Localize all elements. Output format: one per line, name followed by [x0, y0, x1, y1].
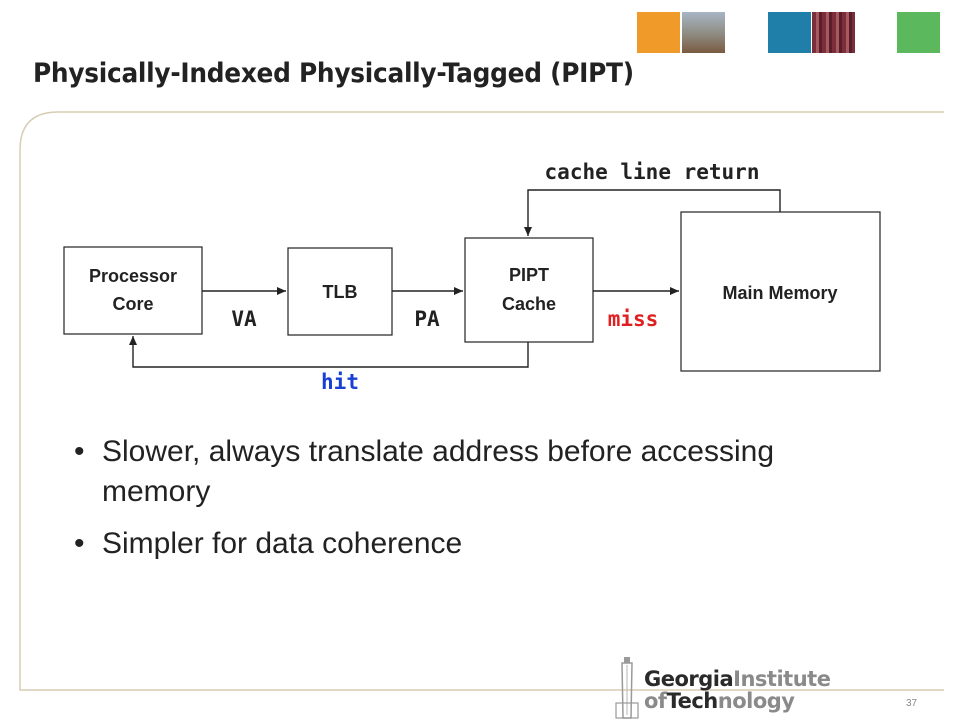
cache-line-return-label: cache line return [545, 160, 760, 184]
pa-label: PA [414, 307, 440, 331]
tlb-box [287, 247, 393, 336]
pipt-cache-label-line1: PIPT [509, 265, 549, 285]
green-square [897, 12, 940, 53]
hit-label: hit [321, 370, 359, 394]
bullet-item: Simpler for data coherence [70, 524, 870, 564]
miss-label: miss [608, 307, 659, 331]
tlb-label: TLB [323, 282, 358, 302]
va-label: VA [231, 307, 257, 331]
logo-line1: GeorgiaInstitute [644, 667, 831, 691]
page-number: 37 [906, 698, 918, 709]
logo-institute: Institute [733, 667, 831, 691]
hit-arrow [129, 336, 529, 368]
campus-photo-thumbnail [682, 12, 725, 53]
logo-of: of [644, 689, 667, 713]
pipt-cache-label-line2: Cache [502, 294, 556, 314]
main-memory-label: Main Memory [722, 283, 837, 303]
teal-square [768, 12, 811, 53]
bullet-item: Slower, always translate address before … [70, 432, 870, 512]
slide-title: Physically-Indexed Physically-Tagged (PI… [33, 58, 634, 89]
logo-georgia: Georgia [644, 667, 734, 691]
georgia-tech-logo: GeorgiaInstitute ofTechnology [612, 655, 831, 720]
pipt-cache-box [464, 237, 594, 343]
chip-photo-thumbnail [812, 12, 855, 53]
bullet-list: Slower, always translate address before … [70, 432, 870, 576]
cache-line-return-arrow [524, 189, 781, 236]
logo-line2: ofTechnology [644, 689, 795, 713]
logo-nology: nology [717, 689, 795, 713]
main-memory-box [680, 211, 881, 372]
tower-icon [615, 657, 639, 719]
orange-square [637, 12, 680, 53]
logo-tech: Tech [666, 689, 719, 713]
processor-core-label-line1: Processor [89, 266, 177, 286]
processor-core-label-line2: Core [112, 294, 153, 314]
processor-core-box [63, 246, 203, 335]
